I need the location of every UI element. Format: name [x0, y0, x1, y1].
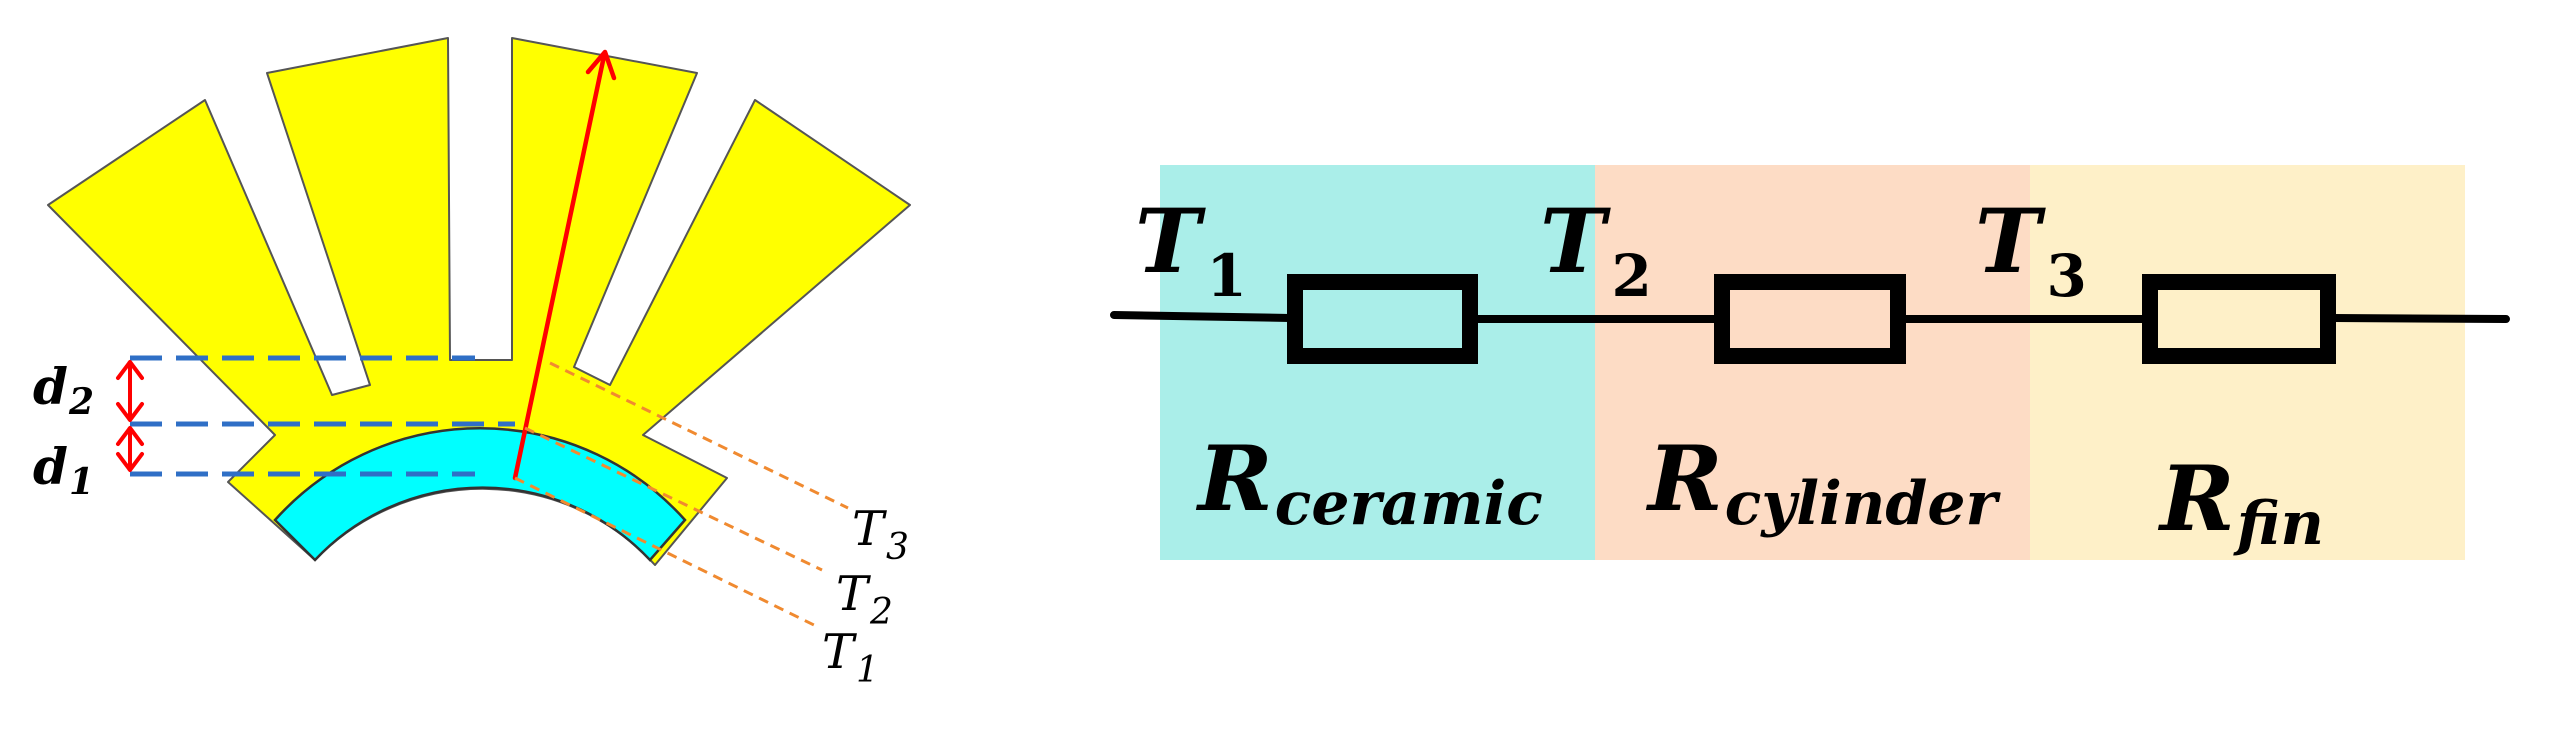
label-d1: d1: [33, 437, 94, 503]
label-T2: T2: [836, 566, 893, 633]
label-T3: T3: [852, 501, 909, 568]
resistor-label-fin: Rfin: [2157, 446, 2324, 559]
circuit-wire: [1110, 311, 2510, 323]
resistor-fin-symbol: [2142, 274, 2336, 364]
ceramic-layer: [273, 427, 687, 562]
thickness-guides: [130, 355, 515, 477]
thickness-arrows: [116, 360, 144, 472]
resistor-cylinder-symbol: [1714, 274, 1906, 364]
leader-line-T2: [524, 426, 823, 572]
radius-arrow-head: [585, 49, 617, 81]
resistor-ceramic-symbol: [1287, 274, 1478, 364]
label-d2: d2: [33, 357, 94, 423]
leader-line-T3: [549, 361, 849, 510]
radius-arrow: [512, 49, 617, 481]
d1-arrow-head-top: [116, 426, 144, 446]
resistor-label-cylinder: Rcylinder: [1645, 426, 2002, 539]
temperature-leader-lines: [514, 361, 849, 630]
radius-arrow-shaft: [512, 53, 607, 481]
d1-arrow-head-bottom: [116, 452, 144, 472]
resistor-boxes: [1287, 274, 2336, 364]
d2-arrow-head-top: [116, 360, 144, 380]
resistor-label-ceramic: Rceramic: [1195, 426, 1543, 539]
wire-right: [2329, 314, 2510, 323]
wire-left: [1110, 311, 1294, 322]
label-T1: T1: [822, 624, 879, 691]
leader-line-T1: [514, 476, 821, 630]
finned-cylinder-cross-section: d2 d1 T3 T2 T1: [33, 37, 911, 691]
d2-arrow-head-bottom: [116, 402, 144, 422]
